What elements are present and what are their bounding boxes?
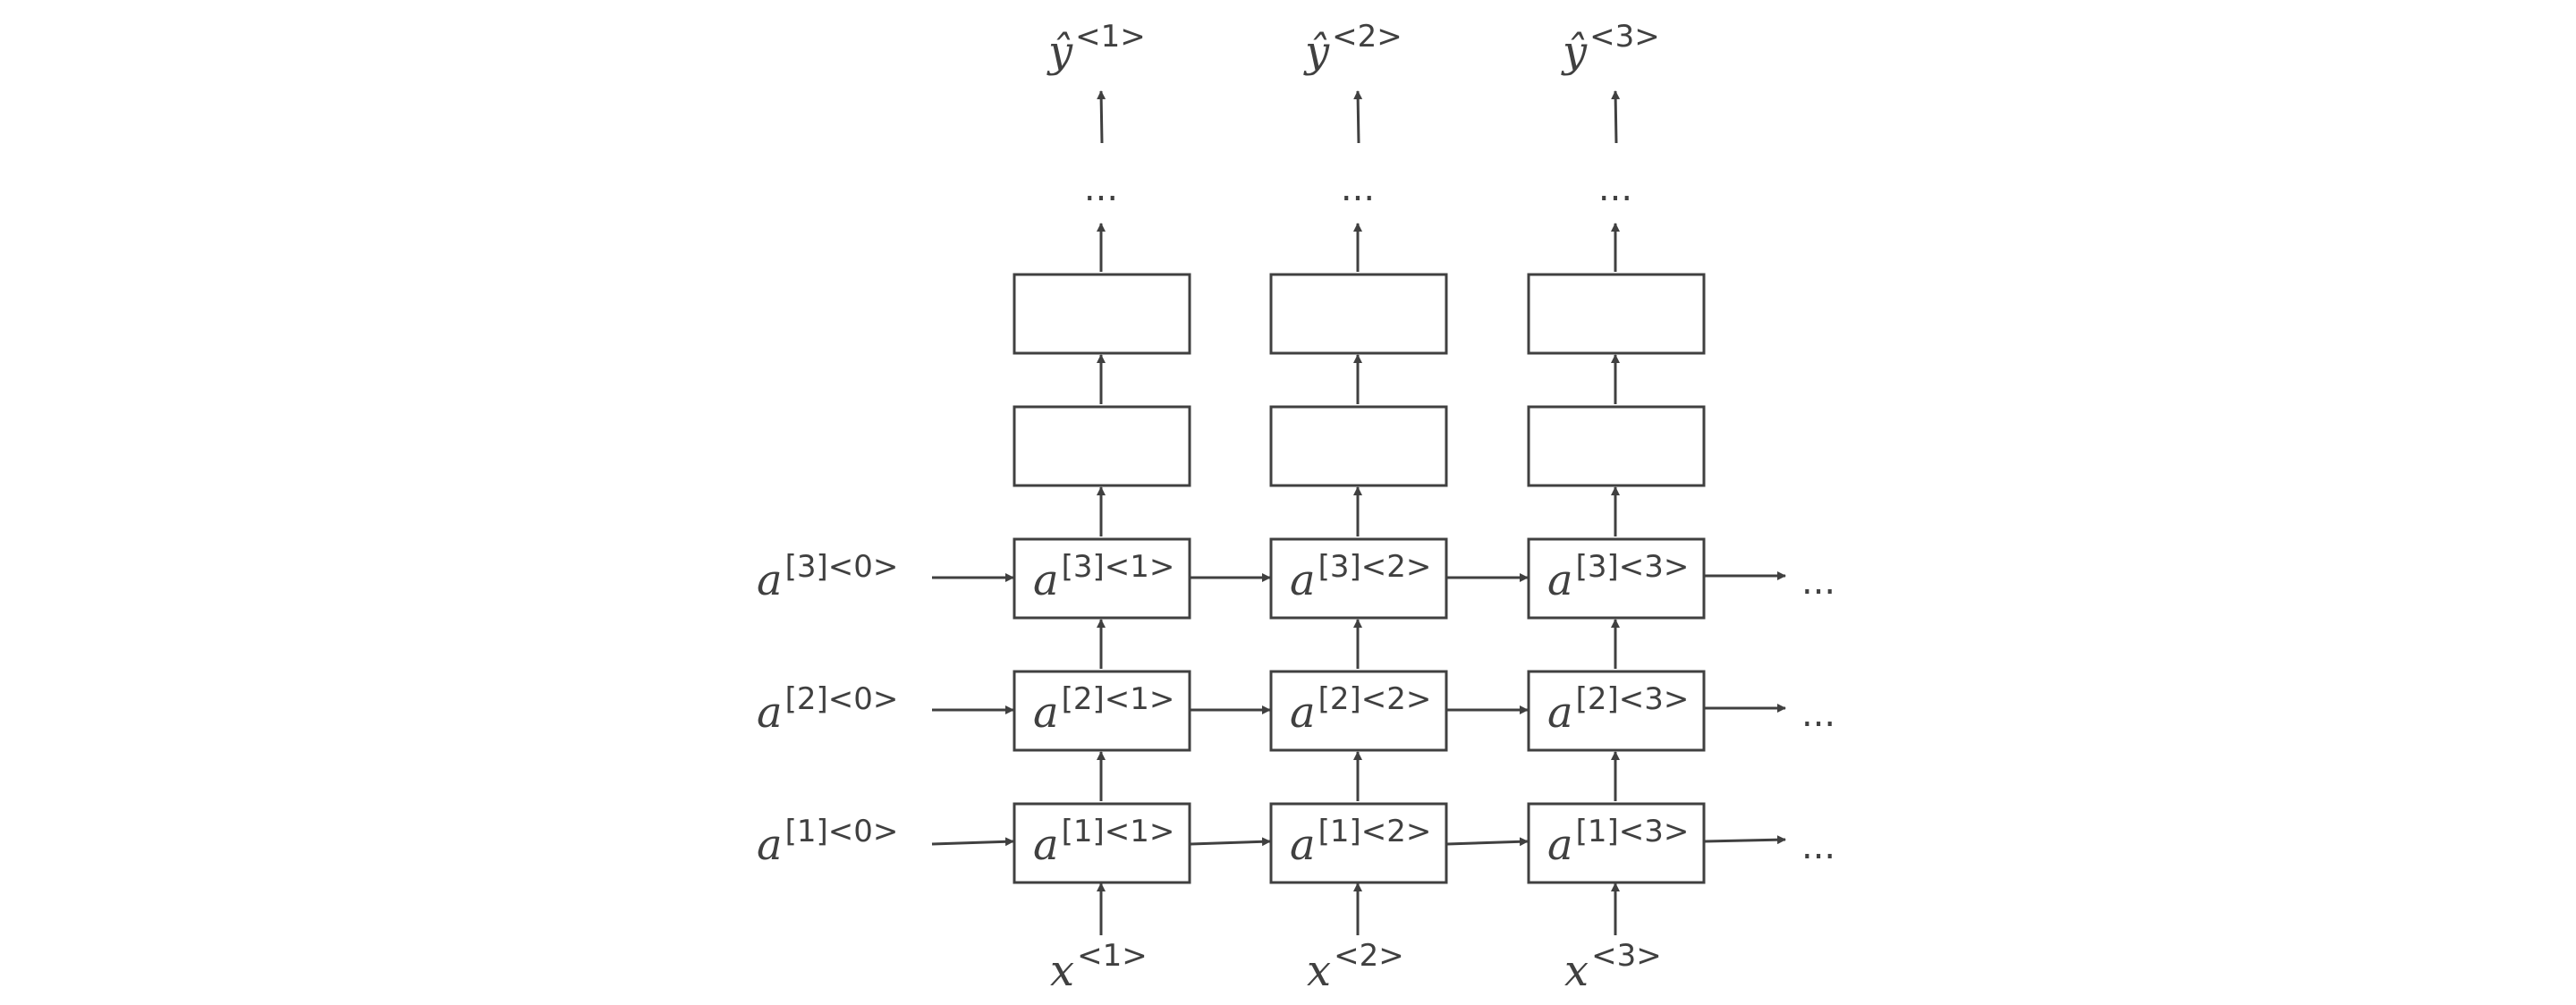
- svg-text:a[1]<1>: a[1]<1>: [1033, 814, 1174, 870]
- dense-layer-boxes: [1013, 273, 1706, 487]
- connector-arrows: [931, 90, 1786, 935]
- recurrent-arrow: [1190, 837, 1271, 847]
- output-label: ŷ<3>: [1561, 19, 1660, 77]
- continuation-ellipsis: ...: [1801, 826, 1835, 867]
- input-label: x<2>: [1307, 938, 1404, 996]
- rnn-cells: a[3]<1> a[3]<2> a[3]<3> a[2]<1> a[2]<2> …: [1013, 537, 1706, 884]
- cell-base: a: [1290, 688, 1316, 738]
- rnn-cell: a[2]<2>: [1269, 670, 1448, 752]
- dense-box: [1013, 273, 1191, 355]
- cell-sup: [2]<3>: [1576, 681, 1690, 717]
- dense-box: [1013, 405, 1191, 487]
- rnn-cell: a[3]<1>: [1013, 537, 1191, 620]
- rnn-cell: a[1]<2>: [1269, 802, 1448, 884]
- output-arrow: [1353, 90, 1363, 144]
- cell-base: a: [1290, 820, 1316, 870]
- input-label: x<3>: [1564, 938, 1662, 996]
- output-arrow: [1611, 90, 1621, 144]
- cell-base: a: [1033, 688, 1059, 738]
- initial-activation-label: a[3]<0>: [757, 549, 898, 605]
- svg-text:a[3]<2>: a[3]<2>: [1290, 549, 1431, 605]
- cell-base: a: [1547, 555, 1573, 605]
- continuation-ellipsis: ...: [1801, 562, 1835, 603]
- rnn-cell: a[1]<3>: [1527, 802, 1706, 884]
- cell-base: a: [1033, 555, 1059, 605]
- cell-sup: [3]<1>: [1062, 549, 1175, 585]
- svg-text:a[2]<3>: a[2]<3>: [1547, 681, 1689, 738]
- cell-sup: [3]<2>: [1318, 549, 1432, 585]
- dense-box: [1527, 273, 1706, 355]
- initial-activation-labels: a[3]<0> a[2]<0> a[1]<0>: [757, 549, 898, 870]
- rnn-cell: a[3]<3>: [1527, 537, 1706, 620]
- upper-ellipsis: ...: [1084, 168, 1118, 209]
- rnn-cell: a[2]<3>: [1527, 670, 1706, 752]
- cell-base: a: [1033, 820, 1059, 870]
- rnn-cell: a[3]<2>: [1269, 537, 1448, 620]
- svg-text:a[2]<1>: a[2]<1>: [1033, 681, 1174, 738]
- cell-sup: [3]<3>: [1576, 549, 1690, 585]
- svg-text:a[2]<2>: a[2]<2>: [1290, 681, 1431, 738]
- output-label: ŷ<1>: [1046, 19, 1146, 77]
- cell-base: a: [1290, 555, 1316, 605]
- output-labels: ŷ<1> ŷ<2> ŷ<3>: [1046, 19, 1660, 77]
- cell-base: a: [1547, 820, 1573, 870]
- cell-sup: [2]<2>: [1318, 681, 1432, 717]
- initial-activation-label: a[2]<0>: [757, 681, 898, 738]
- input-label: x<1>: [1050, 938, 1148, 996]
- dense-box: [1269, 273, 1448, 355]
- svg-text:a[1]<3>: a[1]<3>: [1547, 814, 1689, 870]
- recurrent-arrow: [1446, 837, 1529, 847]
- continuation-ellipsis: ...: [1801, 694, 1835, 735]
- cell-sup: [2]<1>: [1062, 681, 1175, 717]
- cell-sup: [1]<2>: [1318, 814, 1432, 849]
- output-label: ŷ<2>: [1303, 19, 1402, 77]
- upper-ellipsis: ...: [1341, 168, 1375, 209]
- cell-sup: [1]<1>: [1062, 814, 1175, 849]
- rnn-cell: a[2]<1>: [1013, 670, 1191, 752]
- dense-box: [1269, 405, 1448, 487]
- upper-continuation-dots: ... ... ...: [1084, 168, 1632, 209]
- recurrent-arrow: [931, 837, 1014, 847]
- output-arrow: [1097, 90, 1106, 144]
- cell-base: a: [1547, 688, 1573, 738]
- continuation-dots: ... ... ...: [1801, 562, 1835, 867]
- input-labels: x<1> x<2> x<3>: [1050, 938, 1662, 996]
- svg-text:a[3]<1>: a[3]<1>: [1033, 549, 1174, 605]
- dense-box: [1527, 405, 1706, 487]
- svg-text:a[1]<2>: a[1]<2>: [1290, 814, 1431, 870]
- rnn-cell: a[1]<1>: [1013, 802, 1191, 884]
- upper-ellipsis: ...: [1598, 168, 1632, 209]
- initial-activation-label: a[1]<0>: [757, 814, 898, 870]
- svg-text:a[3]<3>: a[3]<3>: [1547, 549, 1689, 605]
- recurrent-arrow: [1704, 835, 1786, 845]
- cell-sup: [1]<3>: [1576, 814, 1690, 849]
